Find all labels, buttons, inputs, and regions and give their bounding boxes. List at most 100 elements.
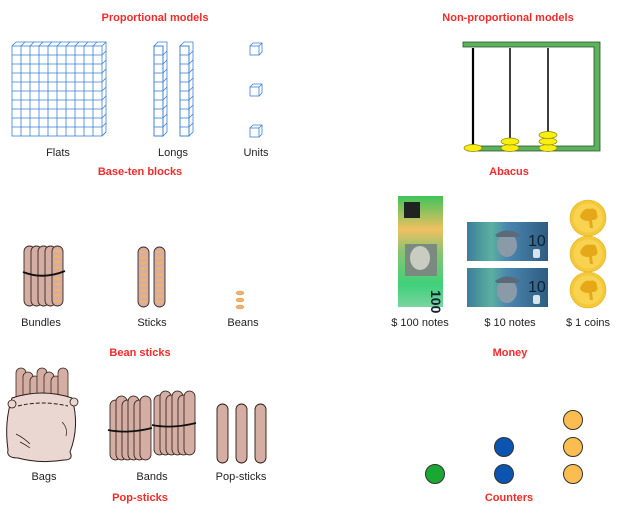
- bean: [140, 250, 147, 254]
- bean: [140, 284, 147, 287]
- counters-icon: [425, 410, 583, 484]
- bag-icon: [6, 367, 79, 463]
- rubber-band: [107, 427, 153, 433]
- abacus-bead: [538, 144, 558, 152]
- hundred-dollar-note-icon: 100: [398, 196, 444, 314]
- counter: [425, 464, 445, 484]
- bean: [140, 300, 147, 304]
- bundle-icon: [22, 245, 66, 307]
- label-longs: Longs: [158, 147, 188, 159]
- bean: [54, 294, 61, 297]
- coin-1: [569, 235, 607, 273]
- ten-dollar-notes-icon: 10 10: [467, 222, 548, 307]
- flat-block-icon: [11, 41, 107, 137]
- abacus-bead: [538, 137, 558, 146]
- pop-sticks-icon: [216, 403, 267, 464]
- label-bags: Bags: [31, 471, 57, 483]
- bean: [156, 289, 163, 293]
- bean: [140, 295, 147, 298]
- bean: [156, 267, 163, 270]
- abacus-bead: [500, 137, 520, 146]
- coin-1: [569, 199, 607, 237]
- note-100-window: [404, 202, 420, 218]
- label-sticks: Sticks: [137, 317, 167, 329]
- bean: [140, 261, 147, 265]
- bean: [156, 295, 163, 298]
- unit-blocks-icon: [249, 42, 263, 138]
- bean: [140, 278, 147, 282]
- counter: [563, 437, 583, 457]
- beans-icon: [235, 290, 245, 310]
- band-bundle: [151, 390, 197, 456]
- abacus-bead: [538, 131, 558, 139]
- label-10-notes: $ 10 notes: [484, 317, 536, 329]
- bean-stick: [137, 246, 150, 308]
- bag: [6, 367, 79, 463]
- bean: [156, 278, 163, 282]
- bean: [54, 288, 61, 292]
- abacus-bead: [463, 144, 483, 152]
- abacus-bead: [500, 144, 520, 152]
- bean: [54, 299, 61, 303]
- pop-stick: [216, 403, 229, 464]
- band-bundle: [107, 395, 153, 461]
- bean: [235, 304, 245, 310]
- bean: [140, 272, 147, 276]
- abacus-icon: [462, 41, 601, 152]
- heading-pop-sticks: Pop-sticks: [112, 492, 168, 504]
- svg-text:10: 10: [528, 233, 546, 250]
- note-10: 10: [467, 268, 548, 307]
- bean: [156, 250, 163, 254]
- note-10: 10: [467, 222, 548, 261]
- bean-stick: [153, 246, 166, 308]
- heading-proportional-models: Proportional models: [101, 12, 209, 24]
- bean: [156, 261, 163, 265]
- bean: [235, 297, 245, 303]
- heading-abacus: Abacus: [489, 166, 529, 178]
- heading-base-ten-blocks: Base-ten blocks: [97, 166, 183, 178]
- one-dollar-coins-icon: [569, 199, 607, 309]
- abacus-frame: [462, 41, 601, 152]
- coin-1: [569, 271, 607, 309]
- counter: [494, 437, 514, 457]
- bean-stick: [51, 245, 64, 307]
- long-block: [179, 41, 194, 137]
- counter: [494, 464, 514, 484]
- bean: [54, 260, 61, 264]
- bean: [54, 283, 61, 286]
- bean: [54, 277, 61, 281]
- bands-icon: [107, 390, 197, 461]
- pop-stick: [254, 403, 267, 464]
- unit-block: [249, 124, 263, 138]
- bean: [156, 272, 163, 276]
- flat-grid: [11, 41, 107, 137]
- label-beans: Beans: [227, 317, 259, 329]
- label-1-coins: $ 1 coins: [565, 317, 611, 329]
- bean: [156, 300, 163, 304]
- note-100-numeral: 100: [428, 290, 444, 314]
- bean: [54, 255, 61, 258]
- label-100-notes: $ 100 notes: [391, 317, 449, 329]
- bean: [156, 256, 163, 259]
- label-bands: Bands: [136, 471, 168, 483]
- bean: [235, 290, 245, 296]
- bean: [140, 267, 147, 270]
- long-block: [153, 41, 168, 137]
- label-flats: Flats: [46, 147, 70, 159]
- counter: [563, 464, 583, 484]
- long-blocks-icon: [153, 41, 194, 137]
- svg-text:10: 10: [528, 279, 546, 296]
- pop-stick: [235, 403, 248, 464]
- rubber-band: [151, 422, 197, 428]
- heading-bean-sticks: Bean sticks: [109, 347, 171, 359]
- bean: [140, 256, 147, 259]
- label-units: Units: [243, 147, 269, 159]
- bean: [54, 266, 61, 269]
- heading-counters: Counters: [484, 492, 534, 504]
- heading-money: Money: [492, 347, 528, 359]
- counter: [563, 410, 583, 430]
- bean: [140, 289, 147, 293]
- unit-block: [249, 42, 263, 56]
- label-bundles: Bundles: [21, 317, 61, 329]
- bundle-band: [22, 270, 66, 277]
